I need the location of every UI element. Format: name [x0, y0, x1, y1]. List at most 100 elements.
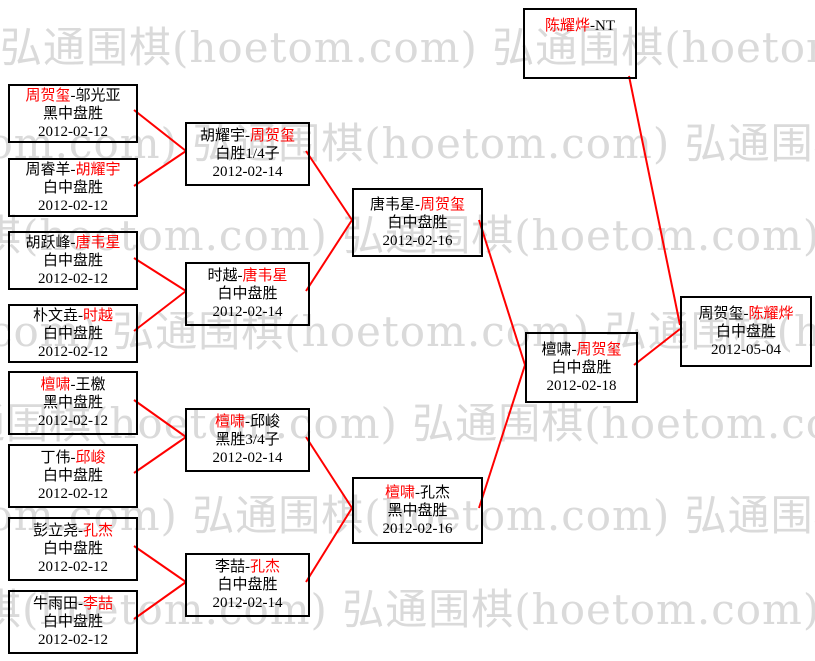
player2-name: 周贺玺	[420, 196, 466, 213]
player1-name: 李喆	[214, 559, 245, 575]
match-result: 白中盘胜	[551, 359, 612, 376]
match-box-round1-7: 彭立尧-孔杰 白中盘胜 2012-02-12	[8, 517, 138, 581]
player2-name: 唐韦星	[242, 268, 288, 284]
match-box-round1-5: 檀啸-王檄 黑中盘胜 2012-02-12	[8, 371, 138, 435]
players-separator: -	[245, 559, 250, 575]
match-box-title-match: 周贺玺-陈耀烨 白中盘胜 2012-05-04	[680, 296, 812, 367]
player1-name: 檀啸	[541, 341, 572, 358]
match-date: 2012-02-12	[38, 486, 108, 502]
player2-name: 李喆	[83, 596, 114, 612]
players-separator: -	[70, 377, 76, 393]
player1-name: 檀啸	[40, 377, 71, 393]
match-date: 2012-02-14	[212, 595, 283, 611]
players-separator: -	[571, 341, 577, 358]
players-separator: -	[70, 161, 76, 178]
match-box-round1-6: 丁伟-邱峻 白中盘胜 2012-02-12	[8, 444, 138, 508]
match-date: 2012-02-12	[38, 197, 108, 214]
match-result: 白中盘胜	[217, 577, 278, 593]
player2-name: NT	[595, 17, 615, 34]
players-separator: -	[78, 307, 83, 324]
match-box-round1-8: 牛雨田-李喆 白中盘胜 2012-02-12	[8, 590, 138, 654]
player1-name: 檀啸	[384, 484, 415, 501]
match-result: 白中盘胜	[217, 286, 278, 302]
match-box-round1-1: 周贺玺-邬光亚 黑中盘胜 2012-02-12	[8, 84, 138, 143]
match-players: 周贺玺-陈耀烨	[698, 305, 793, 323]
match-players: 丁伟-邱峻	[40, 449, 105, 467]
match-box-final: 檀啸-周贺玺 白中盘胜 2012-02-18	[525, 332, 638, 403]
match-date: 2012-02-12	[38, 632, 108, 648]
player2-name: 陈耀烨	[748, 305, 794, 322]
players-separator: -	[415, 196, 420, 213]
match-date: 2012-02-12	[38, 123, 108, 140]
match-players: 胡耀宇-周贺玺	[200, 127, 295, 145]
match-result: 黑胜3/4子	[215, 432, 280, 448]
match-players: 胡跃峰-唐韦星	[25, 234, 120, 252]
watermark-text: 弘通围棋(hoetom.com) 弘通围棋(hoetom.com) 弘通围棋(h…	[0, 23, 815, 72]
players-separator: -	[743, 305, 749, 322]
match-box-round1-3: 胡跃峰-唐韦星 白中盘胜 2012-02-12	[8, 231, 138, 290]
match-players: 周贺玺-邬光亚	[25, 87, 120, 105]
player2-name: 邬光亚	[75, 87, 121, 104]
match-result: 白中盘胜	[715, 323, 776, 340]
match-box-round1-2: 周睿羊-胡耀宇 白中盘胜 2012-02-12	[8, 158, 138, 217]
match-box-round2-3: 檀啸-邱峻 黑胜3/4子 2012-02-14	[185, 408, 310, 472]
player2-name: 邱峻	[75, 450, 106, 466]
player2-name: 时越	[83, 307, 114, 324]
match-box-round2-1: 胡耀宇-周贺玺 白胜1/4子 2012-02-14	[185, 122, 310, 186]
player1-name: 周睿羊	[25, 161, 71, 178]
players-separator: -	[237, 268, 243, 284]
match-players: 唐韦星-周贺玺	[370, 196, 465, 214]
match-date: 2012-02-14	[212, 164, 283, 180]
player1-name: 牛雨田	[32, 596, 78, 612]
player1-name: 丁伟	[40, 450, 71, 466]
match-result: 白中盘胜	[42, 252, 103, 269]
match-players: 李喆-孔杰	[215, 558, 280, 576]
players-separator: -	[415, 484, 420, 501]
match-date: 2012-02-16	[382, 520, 453, 537]
player1-name: 彭立尧	[32, 523, 78, 539]
match-players: 檀啸-邱峻	[215, 413, 280, 431]
player1-name: 唐韦星	[369, 196, 415, 213]
players-separator: -	[78, 523, 83, 539]
player2-name: 周贺玺	[576, 341, 622, 358]
match-result: 白中盘胜	[42, 325, 103, 342]
watermark-text: 弘通围棋(hoetom.com) 弘通围棋(hoetom.com) 弘通围棋(h…	[0, 491, 815, 540]
player1-name: 陈耀烨	[544, 17, 590, 34]
match-box-semifinal-1: 唐韦星-周贺玺 白中盘胜 2012-02-16	[352, 188, 483, 257]
match-date: 2012-02-12	[38, 270, 108, 287]
match-date: 2012-02-14	[212, 304, 283, 320]
match-date: 2012-02-14	[212, 450, 283, 466]
match-result: 白中盘胜	[387, 214, 448, 231]
player1-name: 胡耀宇	[199, 128, 245, 144]
match-players: 牛雨田-李喆	[33, 595, 113, 613]
match-result: 白中盘胜	[42, 614, 103, 630]
match-result: 黑中盘胜	[387, 502, 448, 519]
player2-name: 胡耀宇	[75, 161, 121, 178]
match-players: 彭立尧-孔杰	[33, 522, 113, 540]
player2-name: 周贺玺	[250, 128, 296, 144]
match-date: 2012-02-12	[38, 413, 108, 429]
players-separator: -	[245, 414, 250, 430]
match-box-titleholder: 陈耀烨-NT	[523, 8, 637, 79]
player2-name: 邱峻	[250, 414, 281, 430]
match-players: 檀啸-王檄	[40, 376, 105, 394]
player1-name: 檀啸	[214, 414, 245, 430]
player1-name: 周贺玺	[25, 87, 71, 104]
match-players: 周睿羊-胡耀宇	[25, 161, 120, 179]
match-players: 檀啸-孔杰	[385, 484, 450, 502]
player2-name: 王檄	[75, 377, 106, 393]
player1-name: 胡跃峰	[25, 234, 71, 251]
player2-name: 孔杰	[250, 559, 281, 575]
players-separator: -	[78, 596, 83, 612]
match-players: 陈耀烨-NT	[545, 17, 615, 35]
player2-name: 唐韦星	[75, 234, 121, 251]
match-players: 朴文垚-时越	[33, 307, 113, 325]
match-result: 黑中盘胜	[42, 395, 103, 411]
match-box-round1-4: 朴文垚-时越 白中盘胜 2012-02-12	[8, 304, 138, 363]
players-separator: -	[70, 450, 76, 466]
players-separator: -	[245, 128, 250, 144]
match-date: 2012-02-12	[38, 343, 108, 360]
match-players: 时越-唐韦星	[207, 267, 287, 285]
match-box-round2-2: 时越-唐韦星 白中盘胜 2012-02-14	[185, 262, 310, 326]
player1-name: 周贺玺	[698, 305, 744, 322]
